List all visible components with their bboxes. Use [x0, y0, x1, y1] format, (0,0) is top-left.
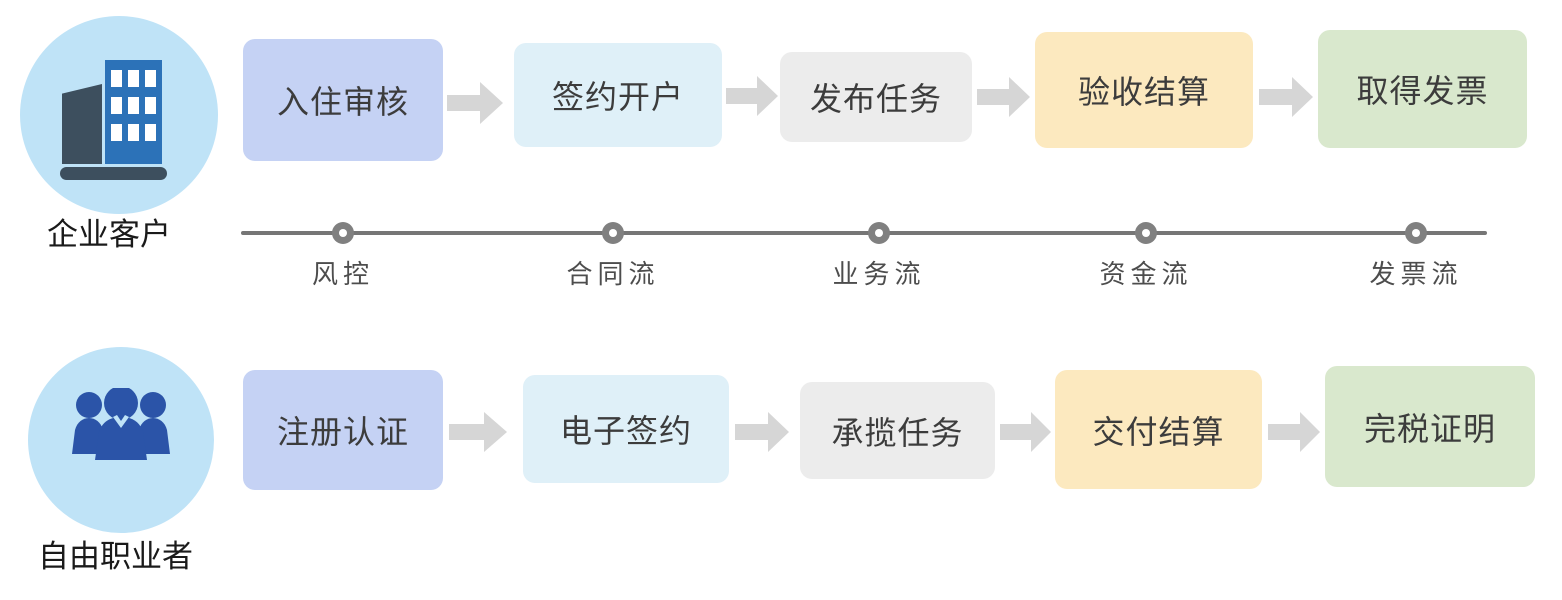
timeline-label-hetongliu: 合同流 — [566, 259, 660, 289]
building-icon — [60, 46, 180, 180]
step-box-ruzhushenhe[interactable]: 入住审核 — [243, 39, 443, 161]
arrow-right-icon — [1268, 412, 1320, 452]
building-window — [145, 124, 156, 141]
timeline-axis — [241, 231, 1487, 235]
building-window — [128, 97, 139, 114]
arrow-right-icon — [447, 82, 503, 124]
step-box-chenglanrenwu[interactable]: 承揽任务 — [800, 382, 995, 479]
arrow-right-icon — [1000, 412, 1051, 452]
arrow-right-icon — [735, 412, 789, 452]
arrow-right-icon — [726, 76, 778, 116]
building-window — [128, 70, 139, 87]
building-window — [111, 124, 122, 141]
timeline-marker-yewuliu[interactable] — [868, 222, 890, 244]
building-window — [145, 70, 156, 87]
timeline-label-fengkong: 风控 — [311, 259, 374, 289]
building-window — [145, 97, 156, 114]
building-left-tower — [62, 84, 102, 164]
timeline-label-yewuliu: 业务流 — [832, 259, 926, 289]
building-window — [111, 70, 122, 87]
timeline-label-fapiaoliu: 发票流 — [1369, 259, 1463, 289]
step-box-wanshuizhengming[interactable]: 完税证明 — [1325, 366, 1535, 487]
timeline-marker-hetongliu[interactable] — [602, 222, 624, 244]
arrow-right-icon — [977, 77, 1030, 117]
building-window — [128, 124, 139, 141]
timeline-label-zijinliu: 资金流 — [1099, 259, 1193, 289]
step-box-faburenwu[interactable]: 发布任务 — [780, 52, 972, 142]
arrow-right-icon — [449, 412, 507, 452]
step-box-qudefapiao[interactable]: 取得发票 — [1318, 30, 1527, 148]
arrow-right-icon — [1259, 77, 1313, 117]
timeline-marker-fengkong[interactable] — [332, 222, 354, 244]
timeline-marker-fapiaoliu[interactable] — [1405, 222, 1427, 244]
building-window — [111, 97, 122, 114]
building-base-bar — [60, 167, 167, 180]
step-box-dianzi-qianyue[interactable]: 电子签约 — [523, 375, 729, 483]
freelancer-actor-label: 自由职业者 — [38, 539, 193, 574]
timeline-marker-zijinliu[interactable] — [1135, 222, 1157, 244]
enterprise-actor-label: 企业客户 — [47, 217, 171, 252]
step-box-zhuceranzheng[interactable]: 注册认证 — [243, 370, 443, 490]
step-box-yanshoujiesuan[interactable]: 验收结算 — [1035, 32, 1253, 148]
people-icon — [68, 386, 174, 460]
step-box-jiaofujiesuan[interactable]: 交付结算 — [1055, 370, 1262, 489]
step-box-qianyuekaihu[interactable]: 签约开户 — [514, 43, 722, 147]
